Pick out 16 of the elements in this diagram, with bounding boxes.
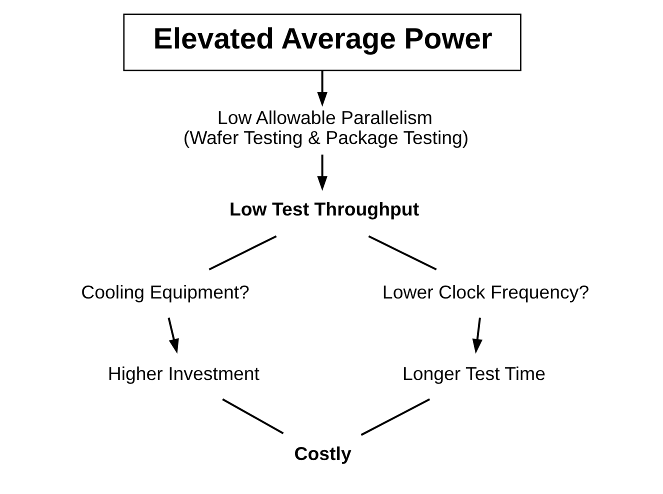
arrow bbox=[167, 317, 178, 354]
connector bbox=[208, 234, 276, 270]
arrow bbox=[316, 70, 327, 106]
node-text: Costly bbox=[294, 442, 351, 464]
arrow bbox=[316, 154, 327, 190]
connector bbox=[368, 234, 436, 270]
connector bbox=[360, 398, 430, 436]
node-text: Low Allowable Parallelism (Wafer Testing & Package Testing) bbox=[182, 106, 468, 148]
node-text: Higher Investment bbox=[107, 362, 260, 384]
node-text: Cooling Equipment? bbox=[80, 281, 249, 302]
connector bbox=[222, 398, 284, 434]
node-box: Elevated Average Power bbox=[122, 13, 521, 71]
node-text: Longer Test Time bbox=[402, 362, 545, 384]
node-text: Lower Clock Frequency? bbox=[382, 281, 589, 302]
node-text: Low Test Throughput bbox=[228, 198, 419, 220]
arrow bbox=[472, 317, 482, 354]
